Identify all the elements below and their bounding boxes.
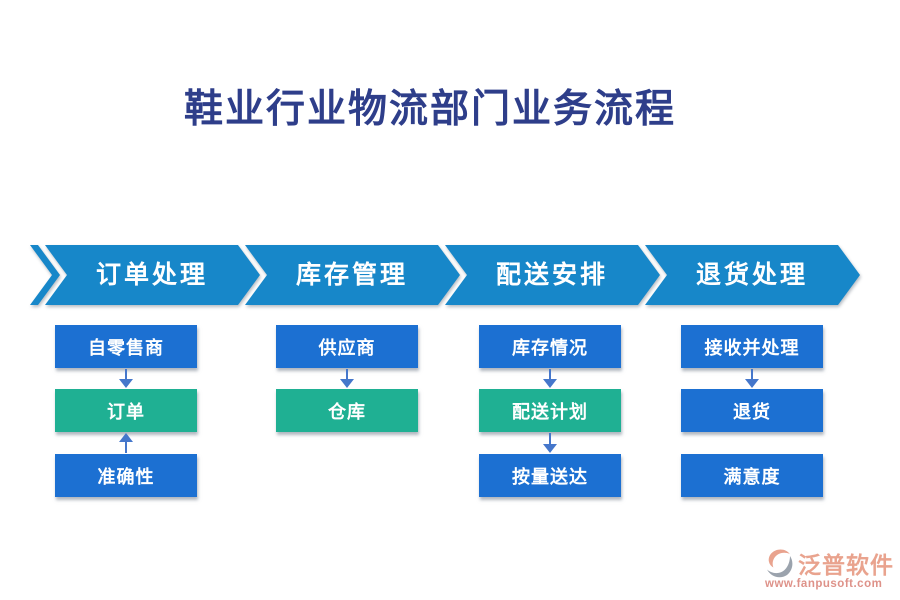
flow-box: 满意度 (681, 454, 823, 497)
chevron-stage-1 (45, 245, 260, 305)
stage-3-header-label: 配送安排 (496, 260, 608, 289)
flow-box: 接收并处理 (681, 325, 823, 368)
page-title: 鞋业行业物流部门业务流程 (183, 88, 676, 131)
flow-box-label: 配送计划 (512, 401, 588, 422)
flow-box: 订单 (55, 389, 197, 432)
fanpu-logo-name: 泛普软件 (798, 553, 894, 578)
arrow-head (543, 379, 557, 388)
fanpu-logo-icon (767, 549, 793, 578)
fanpu-watermark: 泛普软件 www.fanpusoft.com (763, 546, 900, 596)
flow-box: 配送计划 (479, 389, 621, 432)
flow-box-label: 库存情况 (512, 337, 588, 358)
arrow-down-icon (542, 369, 558, 388)
chevron-stage-2 (245, 245, 460, 305)
arrow-up-icon (118, 433, 134, 453)
arrow-down-icon (542, 433, 558, 453)
arrow-head (119, 379, 133, 388)
arrow-down-icon (118, 369, 134, 388)
flow-box-label: 准确性 (97, 466, 155, 487)
stage-1-header-label: 订单处理 (96, 261, 208, 289)
arrow-head (119, 433, 133, 442)
flow-box-label: 接收并处理 (704, 337, 800, 358)
arrow-line (346, 369, 348, 380)
fanpu-logo-url: www.fanpusoft.com (765, 578, 883, 590)
flow-box: 退货 (681, 389, 823, 432)
flow-box-label: 自零售商 (88, 337, 164, 358)
flow-box: 自零售商 (55, 325, 197, 368)
flow-box: 按量送达 (479, 454, 621, 497)
stage-4-header-label: 退货处理 (696, 260, 808, 289)
flow-box: 仓库 (276, 389, 418, 432)
stage-2-header-label: 库存管理 (296, 260, 408, 289)
flow-box: 准确性 (55, 454, 197, 497)
chevron-stage-4 (645, 245, 860, 305)
arrow-head (340, 379, 354, 388)
flow-box-label: 仓库 (328, 401, 366, 422)
arrow-down-icon (339, 369, 355, 388)
arrow-line (751, 369, 753, 380)
chevron-stage-3 (445, 245, 660, 305)
arrow-down-icon (744, 369, 760, 388)
arrow-line (125, 369, 127, 380)
arrow-line (125, 442, 127, 453)
arrow-head (745, 379, 759, 388)
flow-box: 库存情况 (479, 325, 621, 368)
stage-header-band: 订单处理 库存管理 配送安排 退货处理 (30, 245, 860, 305)
flow-box-label: 满意度 (723, 466, 781, 487)
flow-box-label: 供应商 (318, 337, 376, 358)
arrow-line (549, 433, 551, 444)
chevron-fragment-icon (30, 245, 60, 305)
flow-box-label: 订单 (107, 401, 145, 422)
flow-box: 供应商 (276, 325, 418, 368)
arrow-line (549, 369, 551, 380)
flow-box-label: 退货 (733, 401, 771, 422)
arrow-head (543, 444, 557, 453)
flow-box-label: 按量送达 (512, 466, 588, 487)
